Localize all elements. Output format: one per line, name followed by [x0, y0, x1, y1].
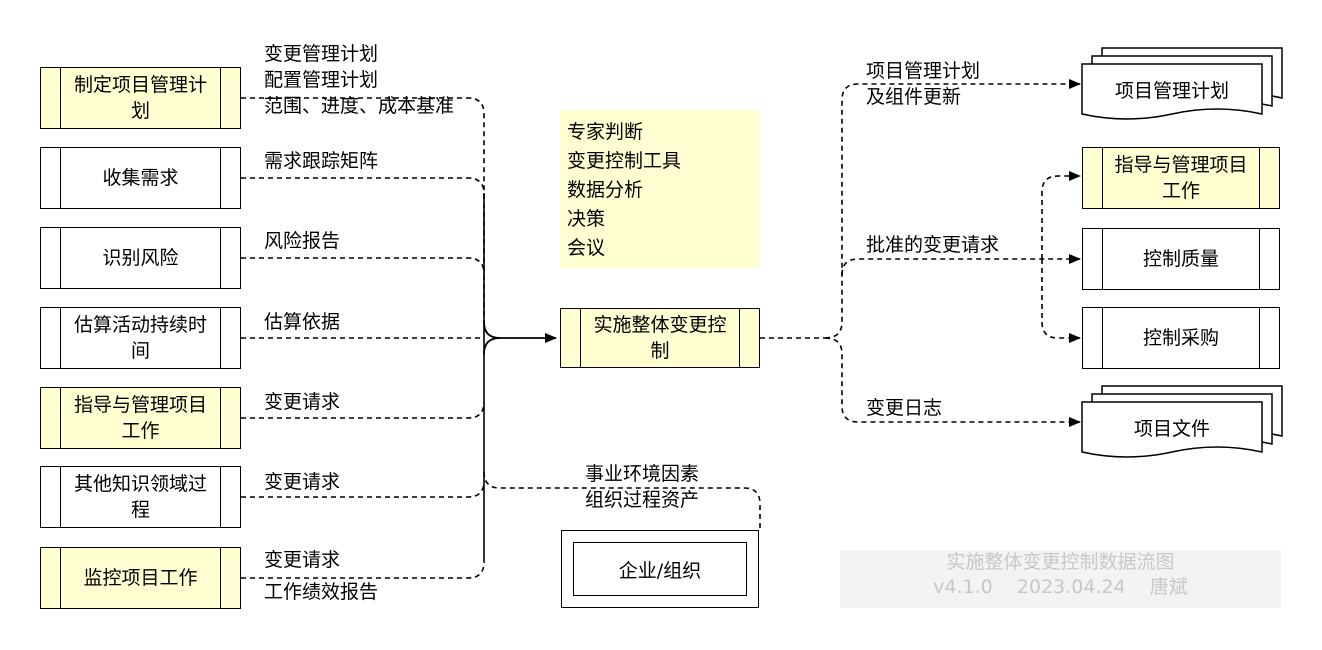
process-label: 指导与管理项目工作	[1114, 154, 1248, 202]
process-label: 其他知识领域过程	[73, 473, 207, 521]
label-change-request-5: 变更请求	[264, 391, 341, 413]
process-control-procurements: 控制采购	[1082, 307, 1280, 369]
watermark-author: 唐斌	[1149, 576, 1188, 598]
label-baselines: 范围、进度、成本基准	[264, 95, 455, 117]
tool-meetings: 会议	[567, 237, 606, 259]
label-change-log: 变更日志	[866, 397, 943, 419]
enterprise-organization-label: 企业/组织	[573, 542, 747, 596]
label-performance-report: 工作绩效报告	[264, 581, 379, 603]
process-label: 收集需求	[102, 167, 179, 189]
label-change-mgmt-plan: 变更管理计划	[264, 43, 379, 65]
label-risk-report: 风险报告	[264, 230, 341, 252]
watermark-date: 2023.04.24	[1016, 576, 1126, 598]
label-basis-estimates: 估算依据	[264, 311, 341, 333]
process-label: 估算活动持续时间	[73, 314, 207, 362]
enterprise-organization-box: 企业/组织	[561, 530, 759, 608]
conn-out-plan	[824, 79, 1081, 339]
process-develop-plan: 制定项目管理计划	[40, 67, 241, 129]
process-integrated-change-control: 实施整体变更控制	[560, 308, 760, 368]
conn-out-approved	[841, 254, 1081, 276]
process-control-quality: 控制质量	[1082, 228, 1280, 290]
conn-out-direct	[1041, 171, 1081, 259]
label-plan-updates-2: 及组件更新	[866, 86, 962, 108]
label-change-request-6: 变更请求	[264, 471, 341, 493]
process-label: 控制质量	[1142, 248, 1219, 270]
label-opa: 组织过程资产	[585, 489, 700, 511]
conn-out-log	[824, 337, 1081, 427]
tool-change-control-tools: 变更控制工具	[567, 150, 682, 172]
conn-out-proc	[1041, 259, 1081, 343]
process-label: 制定项目管理计划	[73, 74, 207, 122]
watermark-version: v4.1.0	[933, 576, 993, 598]
label-config-mgmt-plan: 配置管理计划	[264, 69, 379, 91]
conn-env	[483, 471, 761, 528]
process-label: 控制采购	[1142, 327, 1219, 349]
process-collect-requirements: 收集需求	[40, 147, 241, 209]
conn-in3	[241, 257, 485, 275]
bus-bottom	[483, 337, 501, 355]
process-identify-risks: 识别风险	[40, 227, 241, 289]
doc-project-plan: 项目管理计划	[1114, 80, 1229, 102]
conn-in2	[241, 177, 485, 195]
tool-decision-making: 决策	[567, 208, 606, 230]
label-change-request-7: 变更请求	[264, 549, 341, 571]
tool-data-analysis: 数据分析	[567, 179, 644, 201]
conn-in1	[241, 97, 485, 322]
watermark: 实施整体变更控制数据流图 v4.1.0 2023.04.24 唐斌	[840, 550, 1281, 608]
bus-top	[483, 321, 557, 343]
process-direct-manage-work: 指导与管理项目工作	[40, 387, 241, 449]
watermark-title: 实施整体变更控制数据流图	[946, 551, 1175, 573]
tools-techniques-box: 专家判断 变更控制工具 数据分析 决策 会议	[560, 110, 760, 268]
plan-doc-front	[1081, 63, 1263, 120]
process-estimate-durations: 估算活动持续时间	[40, 307, 241, 369]
watermark-meta: v4.1.0 2023.04.24 唐斌	[840, 575, 1281, 600]
conn-in7	[241, 561, 485, 579]
process-label: 指导与管理项目工作	[73, 394, 207, 442]
process-label: 识别风险	[102, 247, 179, 269]
process-monitor-work: 监控项目工作	[40, 547, 241, 609]
label-plan-updates-1: 项目管理计划	[866, 60, 981, 82]
label-approved-change-requests: 批准的变更请求	[866, 234, 1000, 256]
files-doc-front	[1081, 401, 1263, 458]
conn-in5	[241, 401, 485, 419]
conn-in6	[241, 480, 485, 498]
process-direct-manage-work-out: 指导与管理项目工作	[1082, 147, 1280, 209]
process-label: 监控项目工作	[83, 567, 198, 589]
label-trace-matrix: 需求跟踪矩阵	[264, 150, 379, 172]
label-eef: 事业环境因素	[585, 463, 700, 485]
process-other-areas: 其他知识领域过程	[40, 466, 241, 528]
process-label: 实施整体变更控制	[593, 314, 727, 362]
tool-expert-judgment: 专家判断	[567, 121, 644, 143]
doc-project-documents: 项目文件	[1133, 418, 1210, 440]
